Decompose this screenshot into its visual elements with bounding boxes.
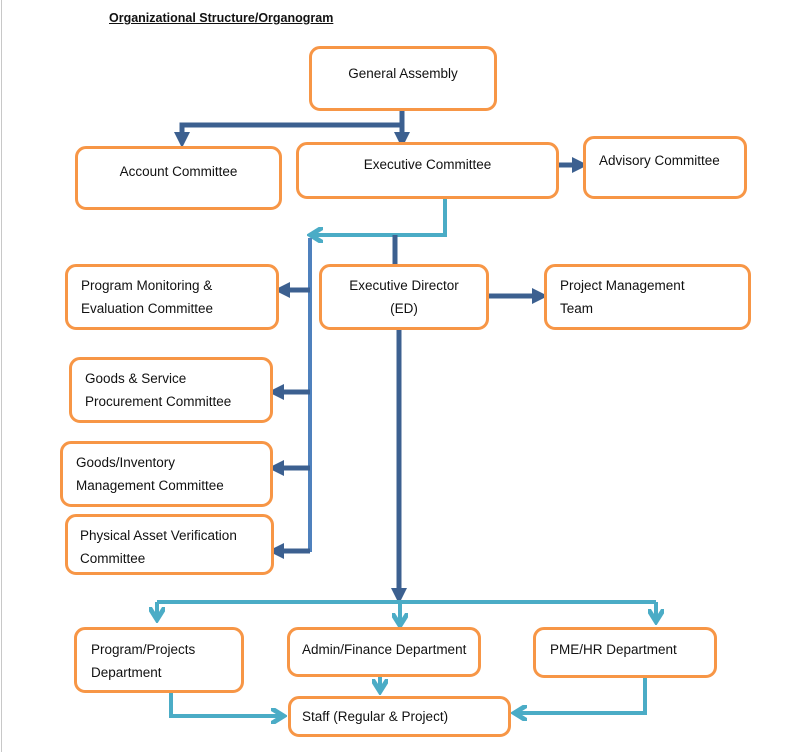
node-inventory-committee: Goods/Inventory Management Committee: [60, 441, 273, 507]
node-label: Advisory Committee: [599, 153, 720, 168]
connector-program-staff: [169, 692, 282, 716]
node-asset-verification-committee: Physical Asset Verification Committee: [65, 514, 274, 575]
page-edge-line: [1, 0, 2, 752]
node-project-management-team: Project Management Team: [544, 264, 751, 330]
node-label: (ED): [390, 301, 418, 316]
connector-pmehr-staff: [516, 677, 647, 713]
node-pme-committee: Program Monitoring & Evaluation Committe…: [65, 264, 279, 330]
node-executive-director: Executive Director (ED): [319, 264, 489, 330]
node-label: Program/Projects: [91, 642, 196, 657]
node-executive-committee: Executive Committee: [296, 142, 559, 199]
connector-exec-committees: [312, 198, 447, 235]
node-label: Department: [91, 665, 162, 680]
node-pme-hr-department: PME/HR Department: [533, 627, 717, 678]
node-label: Project Management: [560, 278, 685, 293]
node-procurement-committee: Goods & Service Procurement Committee: [69, 357, 273, 423]
node-general-assembly: General Assembly: [309, 46, 497, 111]
node-label: Evaluation Committee: [81, 301, 214, 316]
node-admin-finance-department: Admin/Finance Department: [287, 627, 481, 677]
node-label: Account Committee: [119, 164, 238, 179]
node-label: Admin/Finance Department: [302, 642, 467, 657]
node-label: Procurement Committee: [85, 394, 232, 409]
node-label: PME/HR Department: [550, 642, 677, 657]
node-program-projects-department: Program/Projects Department: [74, 627, 244, 693]
node-label: Executive Director: [349, 278, 459, 293]
node-label: Program Monitoring &: [81, 278, 213, 293]
node-label: Committee: [80, 551, 146, 566]
node-label: General Assembly: [348, 66, 458, 81]
diagram-title: Organizational Structure/Organogram: [109, 11, 334, 25]
node-label: Management Committee: [76, 478, 224, 493]
node-account-committee: Account Committee: [75, 146, 282, 210]
node-label: Team: [560, 301, 594, 316]
node-label: Physical Asset Verification: [80, 528, 237, 543]
connector-ga-account: [173, 122, 402, 149]
node-staff: Staff (Regular & Project): [288, 696, 511, 737]
node-label: Goods/Inventory: [76, 455, 176, 470]
node-label: Executive Committee: [363, 157, 492, 172]
node-advisory-committee: Advisory Committee: [583, 136, 747, 199]
node-label: Staff (Regular & Project): [302, 709, 449, 724]
node-label: Goods & Service: [85, 371, 187, 386]
